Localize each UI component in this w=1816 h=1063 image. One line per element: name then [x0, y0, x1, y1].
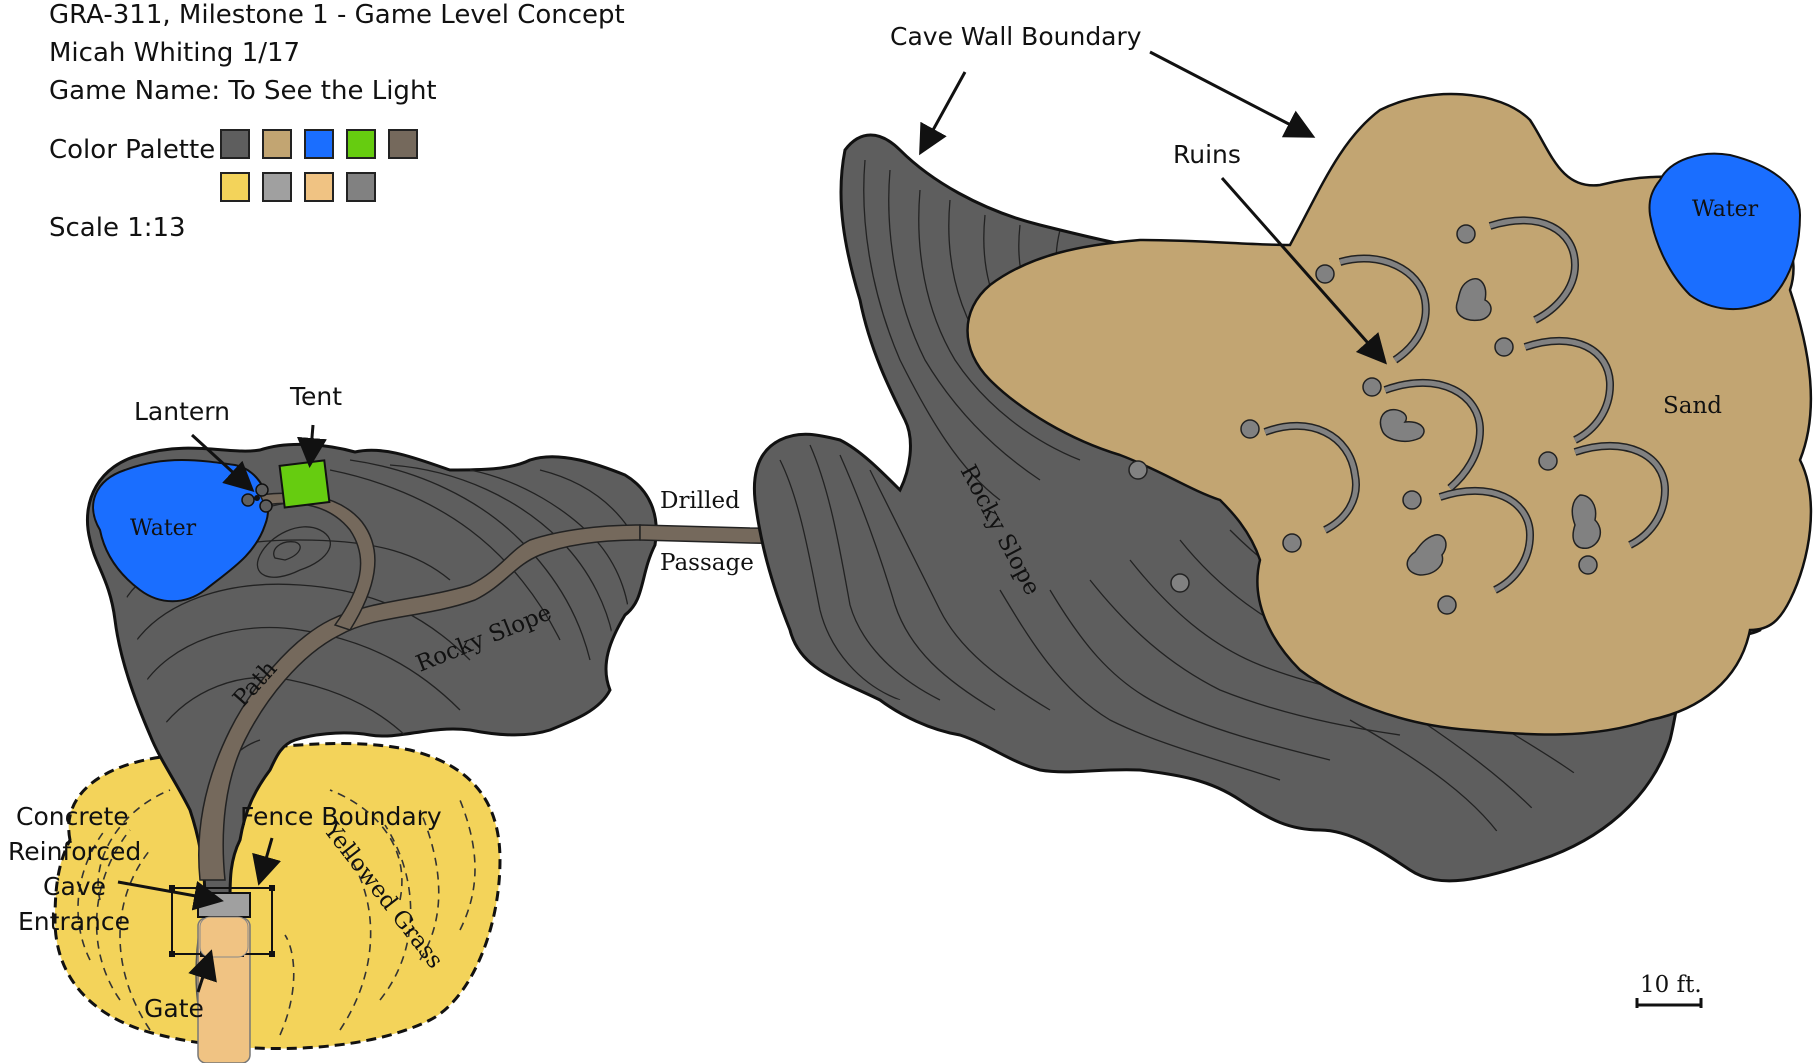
gate-area-lower [199, 916, 249, 958]
label-water-left: Water [130, 516, 197, 541]
grass-field [53, 742, 502, 1050]
water-right [1648, 152, 1802, 311]
label-sand: Sand [1663, 393, 1722, 419]
label-drilled: Drilled [660, 488, 740, 514]
palette-swatch [220, 129, 250, 159]
palette-swatch [346, 129, 376, 159]
ruins-cluster [1128, 216, 1670, 615]
palette-swatch [262, 129, 292, 159]
lantern-icon [241, 483, 273, 513]
label-ruins: Ruins [1173, 140, 1241, 169]
label-fence-boundary: Fence Boundary [240, 802, 442, 831]
palette-label: Color Palette [49, 135, 216, 165]
palette-swatch [388, 129, 418, 159]
water-left [92, 459, 270, 603]
palette-swatch [304, 129, 334, 159]
scale-bar-label: 10 ft. [1640, 972, 1702, 998]
label-concrete-4: Entrance [18, 907, 130, 936]
palette-swatch [304, 172, 334, 202]
label-gate: Gate [144, 994, 204, 1023]
label-water-right: Water [1692, 197, 1759, 222]
label-lantern: Lantern [134, 397, 230, 426]
label-passage: Passage [660, 550, 754, 576]
scale-bar: 10 ft. [1635, 972, 1703, 1008]
label-concrete-3: Cave [43, 872, 106, 901]
label-tent: Tent [289, 382, 342, 411]
palette-swatch [346, 172, 376, 202]
ruins-rubble [1379, 278, 1602, 576]
ruins-arc [1263, 216, 1670, 594]
palette-swatch [262, 172, 292, 202]
scale-label: Scale 1:13 [49, 213, 186, 243]
label-concrete-2: Reinforced [8, 837, 141, 866]
tent-icon [278, 459, 331, 509]
annotation-arrows [117, 50, 1387, 993]
ruins-pillar [1128, 224, 1598, 615]
header-author-date: Micah Whiting 1/17 [49, 38, 301, 68]
header-title: GRA-311, Milestone 1 - Game Level Concep… [49, 0, 625, 30]
label-cave-wall-boundary: Cave Wall Boundary [890, 22, 1142, 51]
palette-swatch [220, 172, 250, 202]
header-game-name: Game Name: To See the Light [49, 76, 437, 106]
label-concrete-1: Concrete [16, 802, 129, 831]
